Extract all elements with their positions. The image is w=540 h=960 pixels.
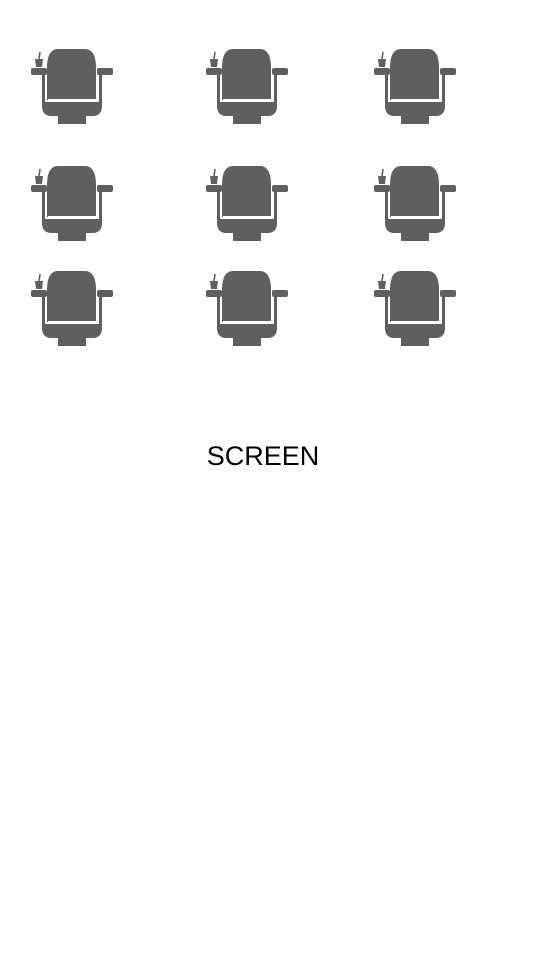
movie-seat-with-drink-icon [206,271,288,346]
movie-seat-with-drink-icon [374,271,456,346]
movie-seat-with-drink-icon [206,166,288,241]
seat-r2-c3[interactable] [373,165,457,243]
screen-label: SCREEN [206,441,320,471]
movie-seat-with-drink-icon [31,49,113,124]
seat-r1-c1[interactable] [30,48,114,126]
seat-r2-c2[interactable] [205,165,289,243]
seat-r3-c1[interactable] [30,270,114,348]
seat-r3-c2[interactable] [205,270,289,348]
movie-seat-with-drink-icon [31,271,113,346]
seat-r2-c1[interactable] [30,165,114,243]
movie-seat-with-drink-icon [374,49,456,124]
movie-seat-with-drink-icon [206,49,288,124]
movie-seat-with-drink-icon [374,166,456,241]
seat-r3-c3[interactable] [373,270,457,348]
seat-r1-c2[interactable] [205,48,289,126]
movie-seat-with-drink-icon [31,166,113,241]
seat-r1-c3[interactable] [373,48,457,126]
